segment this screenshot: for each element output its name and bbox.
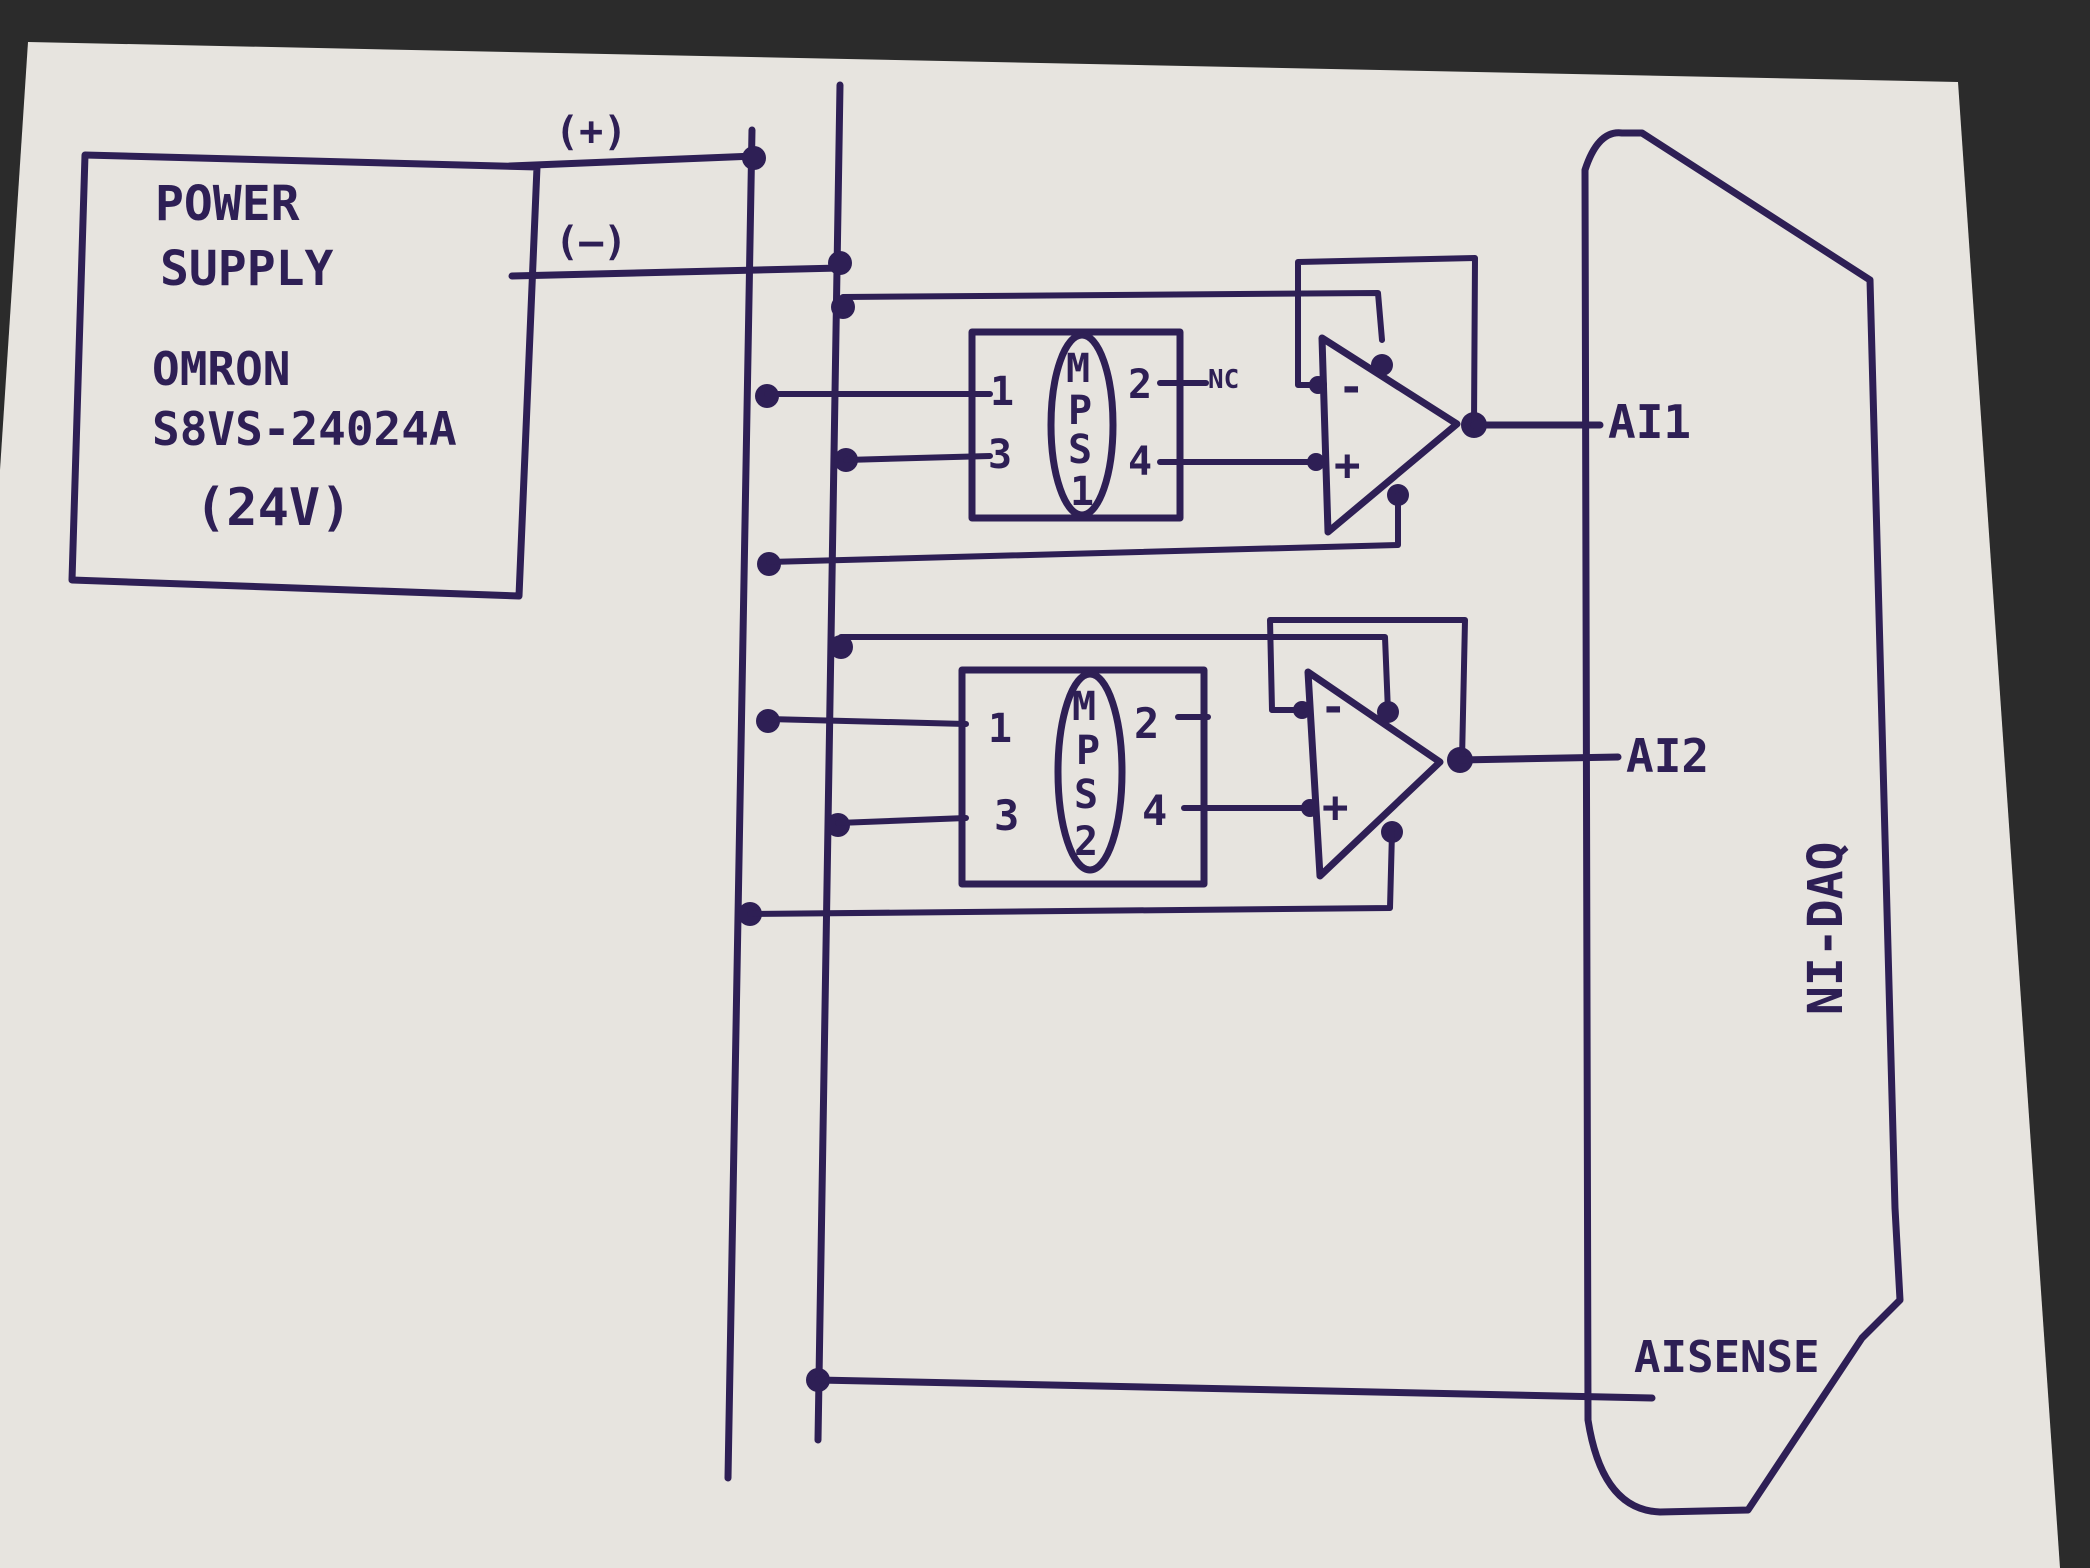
mps1-pin1: 1 [990,369,1014,415]
opamp1-triangle [1318,334,1461,536]
mps1-pin4: 4 [1128,439,1152,485]
positive-bus-rail [724,126,756,1482]
mps2-letter-2: 2 [1074,819,1098,865]
mps2-box [958,666,1208,888]
mps1-letter-p: P [1068,388,1092,434]
mps2-pin2: 2 [1134,699,1159,748]
power-supply-voltage: (24V) [195,478,352,538]
opamp2-plus-node [1301,799,1319,817]
mps2-name: M P S 2 [1072,684,1100,865]
ni-daq-connector: AI1 AI2 AISENSE NI-DAQ [1581,129,1904,1516]
junction-dot [742,146,766,170]
minus-terminal-label: (–) [555,219,627,265]
mps1-letter-1: 1 [1070,469,1094,515]
junction-dot [829,635,853,659]
opamp1-minus: - [1338,362,1365,413]
ch1-rail-to-opamp-wire [840,290,1385,343]
power-supply: POWER SUPPLY OMRON S8VS-24024A (24V) (+)… [68,109,627,600]
ch1-ground-return [766,492,1401,565]
power-supply-title-1: POWER [155,176,300,232]
power-supply-title-2: SUPPLY [160,241,333,297]
opamp1-feedback [1295,255,1478,428]
opamp1-plus-node [1307,453,1325,471]
mps2-oval [1054,670,1126,874]
aisense-label: AISENSE [1634,1332,1819,1383]
ch2-rail-to-opamp-wire [838,634,1391,715]
mps2-letter-m: M [1072,684,1096,730]
ch2-ground-return [747,829,1395,917]
minus-wire [508,264,844,280]
plus-wire [506,152,759,170]
plus-terminal-label: (+) [555,109,627,155]
opamp2-triangle [1304,668,1444,880]
mps1-oval [1047,331,1117,519]
power-supply-box [68,151,541,600]
ai1-label: AI1 [1608,395,1691,449]
ai2-wire [1456,753,1622,764]
mps1-pin2: 2 [1128,362,1152,408]
opamp1-vpos-node [1371,354,1393,376]
mps1-box [968,328,1184,522]
power-supply-brand: OMRON [152,342,290,396]
opamp1-plus: + [1334,440,1361,491]
mps1-pin3-wire [843,453,993,463]
mps2-pin1-wire [765,716,969,727]
opamp2-plus: + [1322,782,1349,833]
mps1-nc-label: NC [1208,365,1239,395]
mps2-pin4: 4 [1142,786,1167,835]
power-supply-model: S8VS-24024A [152,402,457,456]
ai2-label: AI2 [1626,729,1709,783]
junction-dot [828,251,852,275]
opamp2-minus: - [1320,682,1347,733]
junction-dot [831,295,855,319]
mps2-pin3: 3 [994,791,1019,840]
opamp2-feedback [1267,617,1468,763]
mps2-letter-p: P [1076,728,1100,774]
opamp2-vpos-node [1377,701,1399,723]
aisense-wire [814,1376,1656,1402]
mps1-letter-m: M [1066,346,1090,392]
ni-daq-outline [1581,129,1904,1516]
ni-daq-label: NI-DAQ [1798,842,1854,1015]
mps2-letter-s: S [1074,772,1098,818]
mps2-pin3-wire [835,815,969,826]
mps1-letter-s: S [1068,427,1092,473]
mps1-name: M P S 1 [1066,346,1094,515]
mps2-pin1: 1 [988,706,1012,752]
